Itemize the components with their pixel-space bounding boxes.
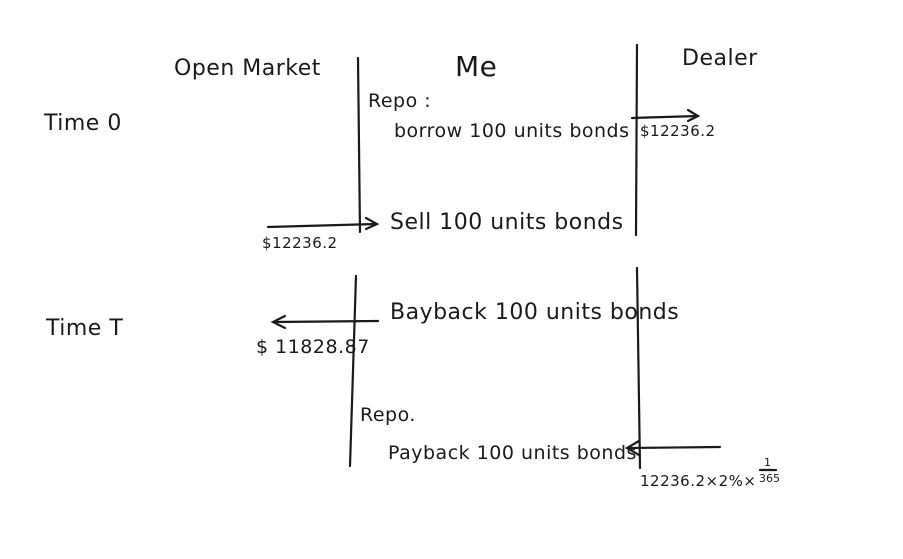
borrow-bonds-text: borrow 100 units bonds	[394, 120, 630, 142]
fraction-numerator: 1	[764, 456, 771, 469]
repo-label-tT: Repo.	[360, 404, 416, 426]
arrowhead-sell-t0	[364, 216, 380, 231]
arrowhead-dealer-cash-t0	[686, 108, 701, 123]
arrowhead-payback-tT	[624, 439, 641, 457]
column-open-market: Open Market	[174, 56, 321, 81]
repo-interest-formula: 12236.2×2%×	[640, 472, 757, 490]
payback-bonds-text: Payback 100 units bonds	[388, 442, 637, 464]
arrowhead-buyback-tT	[270, 314, 287, 330]
market-cash-tT: $ 11828.87	[256, 336, 370, 358]
row-timeT: Time T	[46, 316, 124, 341]
arrow-dealer-cash-t0	[630, 114, 700, 120]
arrow-buyback-tT	[272, 319, 380, 324]
row-time0: Time 0	[44, 111, 122, 136]
arrow-sell-t0	[266, 222, 378, 229]
sell-bonds-text: Sell 100 units bonds	[390, 210, 624, 235]
dealer-cash-t0: $12236.2	[640, 122, 716, 140]
divider-me-left-tT	[348, 274, 358, 468]
arrow-payback-tT	[626, 445, 722, 450]
fraction-denominator: 365	[759, 472, 780, 485]
divider-me-right-t0	[634, 43, 639, 237]
buyback-bonds-text: Bayback 100 units bonds	[390, 300, 680, 325]
column-dealer: Dealer	[682, 46, 758, 71]
divider-me-right-tT	[635, 266, 642, 470]
column-me: Me	[455, 50, 498, 83]
market-cash-t0: $12236.2	[262, 234, 338, 252]
divider-me-left-t0	[356, 56, 362, 234]
repo-label-t0: Repo :	[368, 90, 432, 112]
